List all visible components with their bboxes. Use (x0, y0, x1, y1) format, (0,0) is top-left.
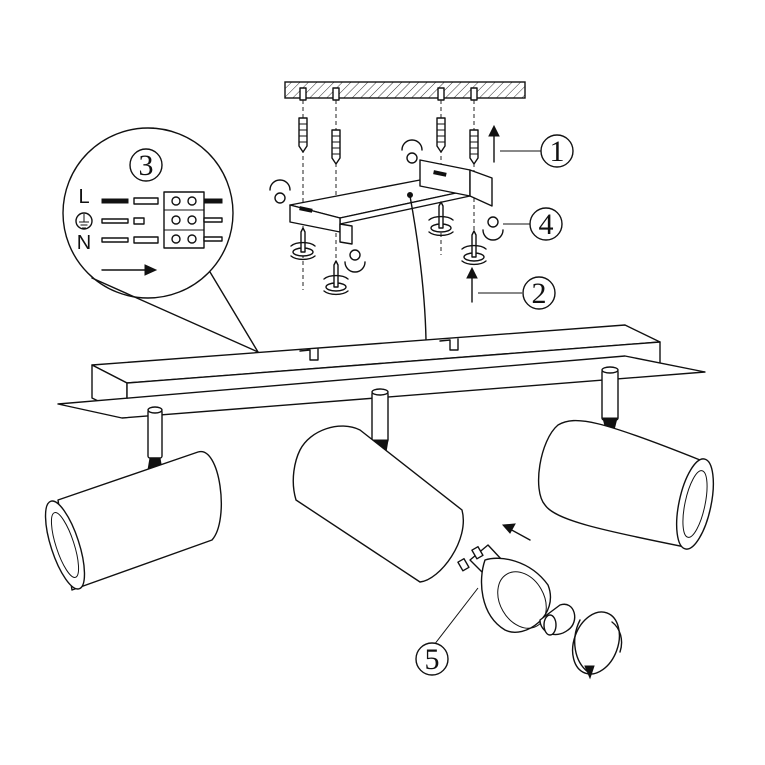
bulb-insert-arrow (501, 523, 531, 541)
callout-2: 2 (522, 276, 556, 310)
spotlight-right (537, 366, 715, 550)
terminal-block (163, 191, 223, 249)
spotlight-left (44, 406, 222, 591)
wiring-detail: 3 L N (62, 127, 259, 353)
ground-cable (409, 195, 427, 341)
bracket-nuts (269, 139, 504, 273)
callout-2-label: 2 (532, 277, 547, 310)
callout-4: 4 (529, 207, 563, 241)
wire-leads (101, 197, 159, 244)
neutral-label: N (77, 232, 91, 254)
callout-3-label: 3 (139, 149, 154, 182)
direction-arrows (466, 124, 542, 303)
earth-icon (75, 212, 93, 230)
spotlight-center (292, 388, 464, 583)
mounting-bracket (289, 159, 493, 245)
bulb-cap (539, 603, 576, 636)
insert-arrow (101, 264, 158, 276)
base-plate (57, 324, 706, 419)
callout-1: 1 (540, 134, 574, 168)
screws (290, 201, 487, 296)
callout-5: 5 (415, 587, 479, 676)
gu10-bulb (457, 544, 551, 633)
retaining-ring (571, 611, 623, 680)
callout-5-label: 5 (425, 643, 440, 676)
live-label: L (78, 186, 89, 208)
callout-3: 3 (129, 148, 163, 182)
callout-4-label: 4 (539, 208, 554, 241)
wall-plugs (298, 117, 479, 165)
callout-1-label: 1 (550, 135, 565, 168)
ceiling (284, 81, 526, 99)
